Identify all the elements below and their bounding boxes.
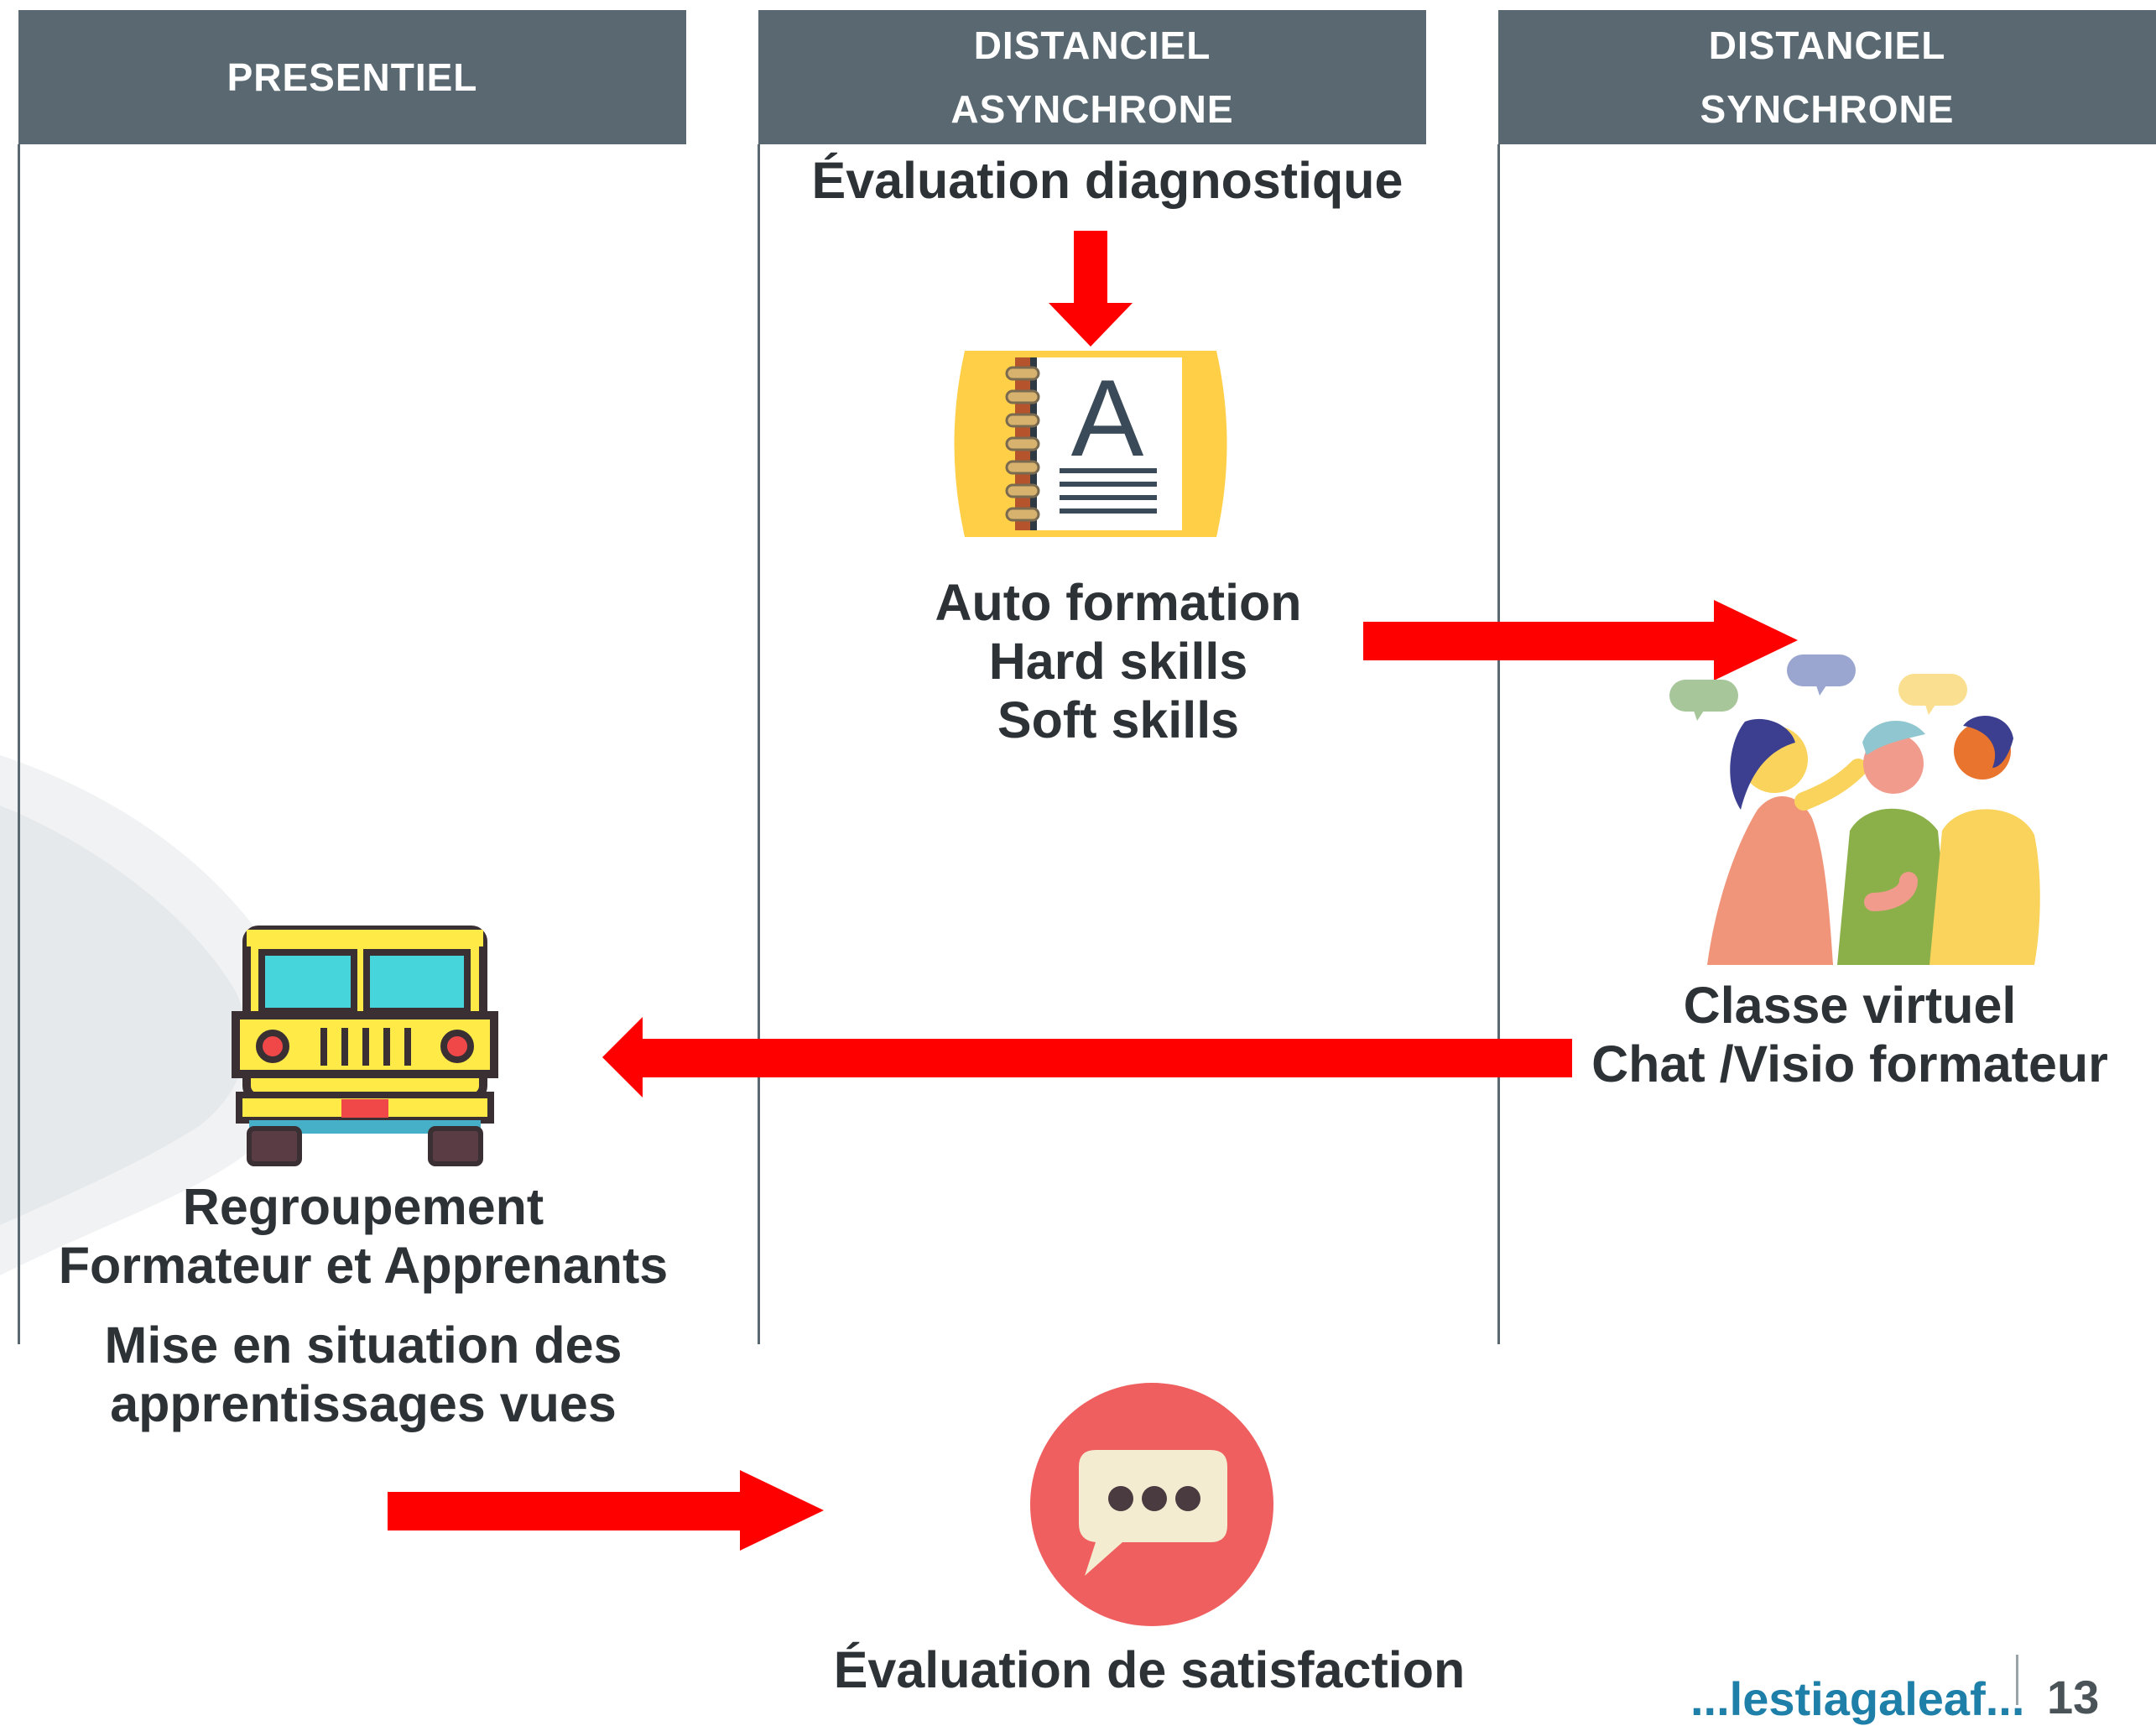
step-text: Évaluation de satisfaction — [833, 1641, 1466, 1698]
column-header-line: PRESENTIEL — [227, 55, 478, 99]
step-text: Soft skills — [997, 691, 1240, 748]
step-mise-en-situation-label: Mise en situation des apprentissages vue… — [28, 1316, 699, 1433]
svg-text:A: A — [1071, 357, 1144, 479]
brush-stroke-decoration — [0, 755, 303, 1275]
step-text: apprentissages vues — [110, 1375, 617, 1432]
step-satisfaction-label: Évaluation de satisfaction — [814, 1640, 1485, 1699]
notebook-icon: A — [954, 351, 1227, 537]
step-text: Évaluation diagnostique — [811, 152, 1403, 209]
step-text: Mise en situation des — [104, 1317, 622, 1374]
arrow-left — [602, 1017, 1572, 1098]
people-discussion-icon — [1669, 654, 2040, 965]
step-text: Formateur et Apprenants — [58, 1237, 669, 1294]
column-divider — [18, 144, 20, 1344]
arrow-down — [1049, 231, 1133, 347]
column-header-line: ASYNCHRONE — [950, 87, 1234, 131]
column-header-distanciel-asynchrone: DISTANCIEL ASYNCHRONE — [758, 10, 1426, 144]
column-divider — [758, 144, 760, 1344]
step-text: Chat /Visio formateur — [1591, 1035, 2108, 1092]
footer-divider — [2016, 1655, 2018, 1705]
step-auto-formation-label: Auto formation Hard skills Soft skills — [867, 573, 1370, 749]
bus-icon — [232, 926, 498, 1166]
arrow-right — [388, 1470, 824, 1551]
column-header-presentiel: PRESENTIEL — [18, 10, 686, 144]
step-classe-virtuelle-label: Classe virtuel Chat /Visio formateur — [1556, 976, 2143, 1093]
chat-bubble-icon — [1030, 1383, 1273, 1626]
step-regroupement-label: Regroupement Formateur et Apprenants — [28, 1177, 699, 1295]
column-header-line: DISTANCIEL — [973, 23, 1211, 67]
step-text: Auto formation — [935, 574, 1302, 631]
page-number: 13 — [2047, 1671, 2100, 1723]
column-header-line: DISTANCIEL — [1708, 23, 1946, 67]
step-text: Classe virtuel — [1683, 977, 2017, 1034]
step-text: Regroupement — [182, 1178, 544, 1235]
step-text: Hard skills — [988, 633, 1248, 690]
column-divider — [1497, 144, 1500, 1344]
column-header-distanciel-synchrone: DISTANCIEL SYNCHRONE — [1498, 10, 2156, 144]
arrow-right — [1363, 600, 1798, 680]
step-diagnostic-label: Évaluation diagnostique — [755, 151, 1460, 210]
column-header-line: SYNCHRONE — [1700, 87, 1955, 131]
